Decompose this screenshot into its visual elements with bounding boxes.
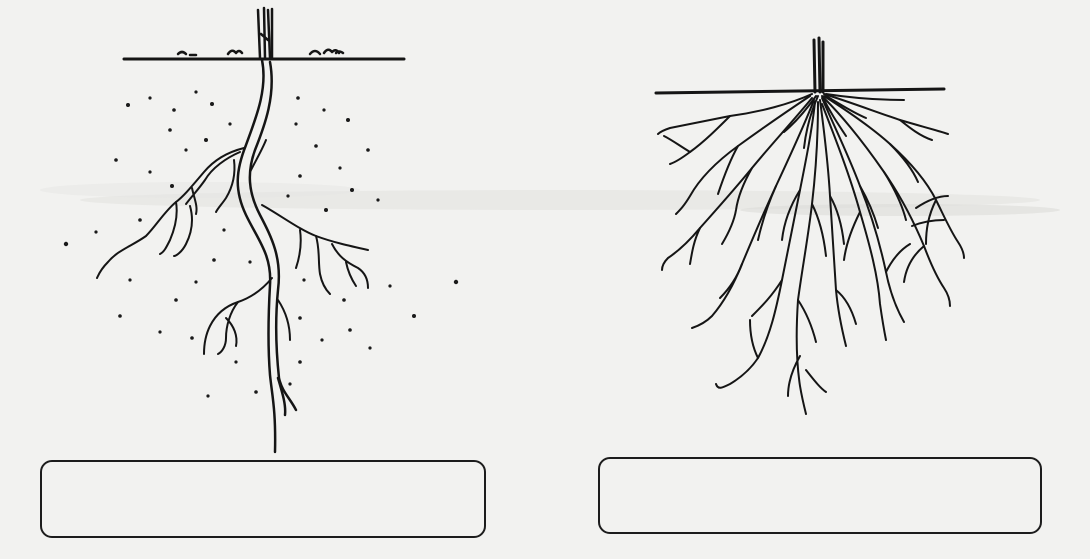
main-taproot — [238, 60, 296, 452]
stem-right — [814, 38, 823, 92]
taproot-system-drawing — [64, 8, 458, 452]
soil-line-right — [656, 89, 944, 93]
lateral-roots-left — [97, 140, 368, 354]
stem-left — [258, 8, 272, 58]
fibrous-roots — [658, 94, 964, 414]
answer-box-taproot[interactable] — [40, 460, 486, 538]
fibrous-root-system-drawing — [656, 38, 964, 414]
answer-box-fibrous[interactable] — [598, 457, 1042, 534]
